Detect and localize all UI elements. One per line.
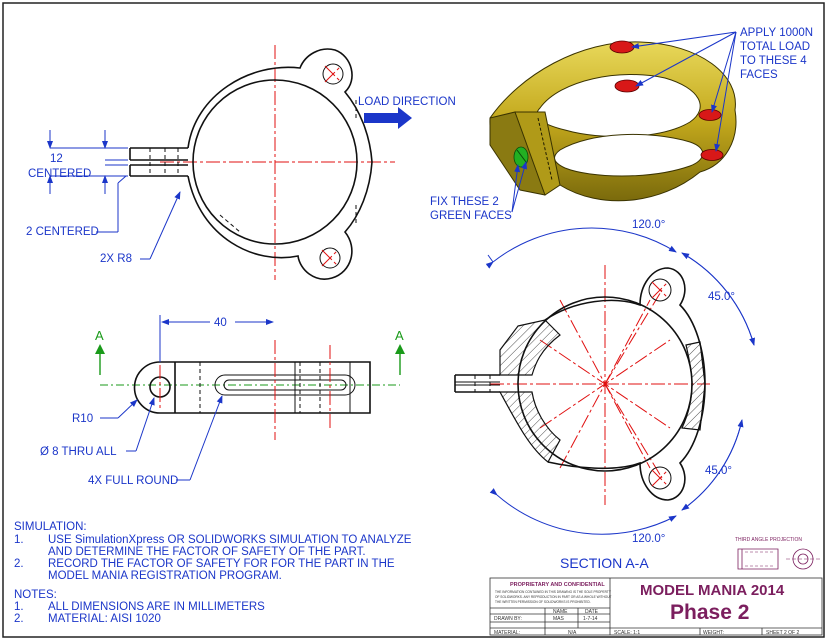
svg-text:1. ALL DIMENSIONS ARE IN: 1. ALL DIMENSIONS ARE IN MILLIMETERS 2. … bbox=[14, 601, 268, 625]
angle-right-top-label: 45.0° bbox=[708, 291, 735, 303]
proprietary-body-1: THE INFORMATION CONTAINED IN THIS DRAWIN… bbox=[495, 590, 612, 594]
apply-load-line-1: APPLY 1000N bbox=[740, 27, 813, 39]
dim-2-centered: 2 CENTERED bbox=[26, 226, 99, 238]
simulation-2-line-1: RECORD THE FACTOR OF SAFETY FOR FOR THE … bbox=[48, 558, 395, 570]
material-value: N/A bbox=[568, 630, 577, 636]
svg-text:APPLY 1000N TOTAL LOAD: APPLY 1000N TOTAL LOAD TO THESE 4 FACES bbox=[740, 27, 816, 81]
dim-40 bbox=[159, 315, 274, 362]
simulation-1-num: 1. bbox=[14, 534, 24, 546]
notes-1-text: ALL DIMENSIONS ARE IN MILLIMETERS bbox=[48, 601, 265, 613]
apply-load-line-4: FACES bbox=[740, 69, 778, 81]
section-view bbox=[454, 265, 710, 505]
proprietary-heading: PROPRIETARY AND CONFIDENTIAL bbox=[510, 582, 605, 588]
load-direction-label: LOAD DIRECTION bbox=[358, 96, 456, 108]
proprietary-body-3: THE WRITTEN PERMISSION OF SOLIDWORKS IS … bbox=[495, 600, 591, 604]
drawn-by-label: DRAWN BY: bbox=[494, 616, 522, 622]
front-view bbox=[129, 45, 395, 280]
proprietary-body-2: OF SOLIDWORKS. ANY REPRODUCTION IN PART … bbox=[495, 595, 612, 599]
drawing-subtitle: Phase 2 bbox=[670, 601, 749, 624]
simulation-heading: SIMULATION: bbox=[14, 521, 87, 533]
name-header: NAME bbox=[553, 609, 568, 615]
notes-2-text: MATERIAL: AISI 1020 bbox=[48, 613, 161, 625]
section-arrow-right bbox=[395, 344, 405, 375]
notes: SIMULATION: 1. USE SimulationXpress OR S… bbox=[14, 521, 415, 625]
svg-text:FIX THESE 2 GREEN FACES: FIX THESE 2 GREEN FACES bbox=[430, 196, 512, 222]
dim-r10: R10 bbox=[72, 413, 93, 425]
title-block: PROPRIETARY AND CONFIDENTIAL THE INFORMA… bbox=[489, 577, 823, 636]
weight-label: WEIGHT: bbox=[703, 630, 724, 636]
simulation-1-line-2: AND DETERMINE THE FACTOR OF SAFETY OF TH… bbox=[48, 546, 366, 558]
dim-2x-r8: 2X R8 bbox=[100, 253, 132, 265]
isometric-part bbox=[489, 40, 737, 202]
svg-text:1. USE SimulationXpress: 1. USE SimulationXpress OR SOLIDWORKS SI… bbox=[14, 534, 415, 582]
dim-12-centered-label: CENTERED bbox=[28, 168, 91, 180]
notes-2-num: 2. bbox=[14, 613, 24, 625]
angle-top-label: 120.0° bbox=[632, 219, 665, 231]
notes-1-num: 1. bbox=[14, 601, 24, 613]
fix-faces-callout: FIX THESE 2 GREEN FACES bbox=[430, 161, 528, 222]
scale-label: SCALE: 1:1 bbox=[614, 630, 640, 636]
section-label-a-left: A bbox=[95, 328, 104, 343]
fix-faces-line-1: FIX THESE 2 bbox=[430, 196, 499, 208]
date-header: DATE bbox=[585, 609, 599, 615]
svg-text:THE INFORMATION CONTAINED IN T: THE INFORMATION CONTAINED IN THIS DRAWIN… bbox=[495, 590, 612, 604]
section-label-a-right: A bbox=[395, 328, 404, 343]
dim-thru-all: Ø 8 THRU ALL bbox=[40, 446, 117, 458]
drawn-by-date: 1-7-14 bbox=[583, 616, 598, 622]
dim-40-value: 40 bbox=[214, 317, 227, 329]
simulation-1-line-1: USE SimulationXpress OR SOLIDWORKS SIMUL… bbox=[48, 534, 412, 546]
section-arrow-left bbox=[95, 344, 105, 375]
angle-dims bbox=[485, 227, 755, 535]
material-label: MATERIAL: bbox=[494, 630, 520, 636]
sheet-label: SHEET 2 OF 2 bbox=[766, 630, 799, 636]
angle-right-bottom-label: 45.0° bbox=[705, 465, 732, 477]
angle-bottom-label: 120.0° bbox=[632, 533, 665, 545]
load-direction-arrow bbox=[364, 107, 412, 129]
dim-full-round: 4X FULL ROUND bbox=[88, 475, 178, 487]
dim-12-centered bbox=[47, 130, 128, 194]
projection-symbol: THIRD ANGLE PROJECTION bbox=[735, 537, 820, 570]
simulation-2-num: 2. bbox=[14, 558, 24, 570]
dim-12-value: 12 bbox=[50, 153, 63, 165]
projection-label: THIRD ANGLE PROJECTION bbox=[735, 537, 802, 543]
simulation-2-line-2: MODEL MANIA REGISTRATION PROGRAM. bbox=[48, 570, 282, 582]
notes-heading: NOTES: bbox=[14, 589, 57, 601]
top-view bbox=[100, 340, 400, 440]
apply-load-line-3: TO THESE 4 bbox=[740, 55, 807, 67]
drawn-by-name: MAS bbox=[553, 616, 565, 622]
apply-load-callout: APPLY 1000N TOTAL LOAD TO THESE 4 FACES bbox=[631, 27, 816, 152]
section-a-a-label: SECTION A-A bbox=[560, 555, 649, 571]
drawing-title: MODEL MANIA 2014 bbox=[640, 582, 785, 599]
fix-faces-line-2: GREEN FACES bbox=[430, 210, 512, 222]
apply-load-line-2: TOTAL LOAD bbox=[740, 41, 810, 53]
